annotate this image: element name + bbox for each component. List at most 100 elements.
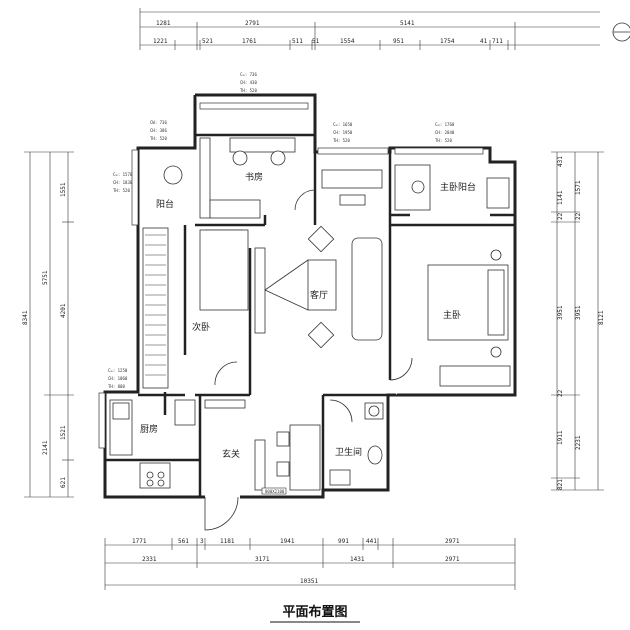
- dim-left-inner-3: 1521: [60, 425, 67, 440]
- svg-text:C=: 1760: C=: 1760: [435, 122, 455, 127]
- tv-cabinet: [254, 247, 266, 334]
- dim-right-inner-3: 22: [557, 212, 564, 220]
- dim-left-inner-1: 1551: [60, 182, 67, 197]
- window-spec-study: C=: 736 CH: 430 TH: 520: [240, 72, 257, 93]
- dim-top2-6: 1554: [340, 38, 355, 45]
- drawing-title: 平面布置图: [282, 604, 347, 620]
- dim-bottom-7: 441: [366, 538, 377, 545]
- study-cabinet: [209, 199, 261, 219]
- dim-top-3: 5141: [400, 20, 415, 27]
- room-label-entry: 玄关: [222, 448, 240, 460]
- svg-text:TH: 800: TH: 800: [108, 384, 125, 389]
- dim-top2-1: 1221: [153, 38, 168, 45]
- svg-text:CH: 1830: CH: 1830: [113, 180, 133, 185]
- dim-right-mid-2: 22: [575, 212, 582, 220]
- dim-bottom-8: 2971: [445, 538, 460, 545]
- sofa-icon: [351, 237, 383, 341]
- door-size-label: 800X2100: [265, 489, 285, 494]
- svg-text:CH: 2040: CH: 2040: [435, 130, 455, 135]
- room-label-bath: 卫生间: [335, 446, 362, 458]
- dim-right-inner-6: 1911: [557, 430, 564, 445]
- piano-bench: [339, 194, 366, 206]
- window-spec-balcony-b: C=: 1570 CH: 1830 TH: 520: [113, 172, 133, 193]
- windows: [98, 102, 484, 449]
- dim-top2-4: 511: [292, 38, 303, 45]
- piano-icon: [321, 169, 383, 189]
- chair-icon: [270, 150, 286, 166]
- dim-right-mid-4: 2231: [575, 435, 582, 450]
- dim-bottom-total: 10351: [300, 578, 318, 585]
- kitchen-furniture: [109, 399, 196, 489]
- entry-furniture: [204, 399, 321, 531]
- svg-text:TH: 520: TH: 520: [333, 138, 350, 143]
- second-bedroom-furniture: [199, 229, 249, 386]
- room-label-master: 主卧: [443, 309, 461, 321]
- dim-top2-7: 951: [393, 38, 404, 45]
- dining-table: [289, 424, 321, 491]
- door-marker: [261, 487, 287, 495]
- dim-bottom2-4: 2971: [445, 556, 460, 563]
- bed-icon: [199, 229, 249, 311]
- living-furniture: [254, 169, 383, 349]
- study-desk: [229, 137, 296, 153]
- dim-top2-8: 1754: [440, 38, 455, 45]
- toilet-icon: [367, 445, 383, 465]
- window-spec-balcony-a: CW: 736 CH: 386 TH: 520: [150, 120, 167, 141]
- door-swing-icon: [329, 399, 353, 423]
- interior-walls: [105, 133, 515, 497]
- door-swing-icon: [294, 189, 316, 211]
- dim-bottom2-3: 1431: [350, 556, 365, 563]
- svg-text:C=: 1250: C=: 1250: [108, 368, 128, 373]
- door-swing-icon: [214, 361, 238, 386]
- dim-left-total: 8341: [22, 310, 29, 325]
- study-bookshelf: [199, 137, 211, 219]
- dim-right-mid-3: 3951: [575, 305, 582, 320]
- svg-text:CH: 1060: CH: 1060: [108, 376, 128, 381]
- dim-top-2: 2791: [245, 20, 260, 27]
- chair-icon: [232, 150, 248, 166]
- dim-top2-10: 711: [492, 38, 503, 45]
- entry-door-swing-icon: [204, 496, 239, 531]
- room-label-master-balcony: 主卧阳台: [440, 181, 476, 193]
- balcony-furniture: [142, 165, 183, 389]
- north-arrow-icon: [612, 22, 630, 42]
- svg-text:TH: 520: TH: 520: [435, 138, 452, 143]
- armchair-icon: [307, 321, 335, 349]
- sink-icon: [112, 402, 130, 420]
- window-spec-master: C=: 1760 CH: 2040 TH: 520: [435, 122, 455, 143]
- master-furniture: [389, 164, 511, 387]
- balcony-storage: [142, 227, 169, 389]
- dim-right-inner-4: 3951: [557, 305, 564, 320]
- door-swing-icon: [389, 357, 413, 381]
- dim-left-outer-2: 2141: [42, 440, 49, 455]
- dim-top2-5: 51: [312, 38, 320, 45]
- basin-icon: [364, 402, 384, 420]
- dim-top2-9: 41: [480, 38, 488, 45]
- dim-bottom-6: 991: [338, 538, 349, 545]
- room-label-second: 次卧: [192, 321, 210, 333]
- dim-top-1: 1281: [156, 20, 171, 27]
- dim-right-inner-2: 431: [557, 156, 564, 167]
- wardrobe: [439, 365, 511, 387]
- fridge-icon: [174, 399, 196, 426]
- room-label-living: 客厅: [310, 289, 328, 301]
- svg-text:TH: 520: TH: 520: [240, 88, 257, 93]
- room-label-study: 书房: [245, 171, 263, 183]
- coffee-table: [307, 259, 337, 311]
- bed-headboard: [487, 269, 505, 336]
- svg-text:CH: 1950: CH: 1950: [333, 130, 353, 135]
- window-spec-living: C=: 1650 CH: 1950 TH: 520: [333, 122, 353, 143]
- dim-left-inner-4: 621: [60, 477, 67, 488]
- armchair-icon: [307, 225, 335, 253]
- shower-icon: [329, 469, 351, 486]
- room-label-kitchen: 厨房: [140, 423, 158, 435]
- dim-right-inner-1: 1141: [557, 190, 564, 205]
- svg-text:C=: 1570: C=: 1570: [113, 172, 133, 177]
- svg-text:C=: 1650: C=: 1650: [333, 122, 353, 127]
- lamp-icon: [490, 346, 502, 358]
- dim-bottom-5: 1941: [280, 538, 295, 545]
- bottom-dimensions: [104, 538, 516, 590]
- washer-icon: [486, 177, 510, 209]
- dim-bottom-2: 561: [178, 538, 189, 545]
